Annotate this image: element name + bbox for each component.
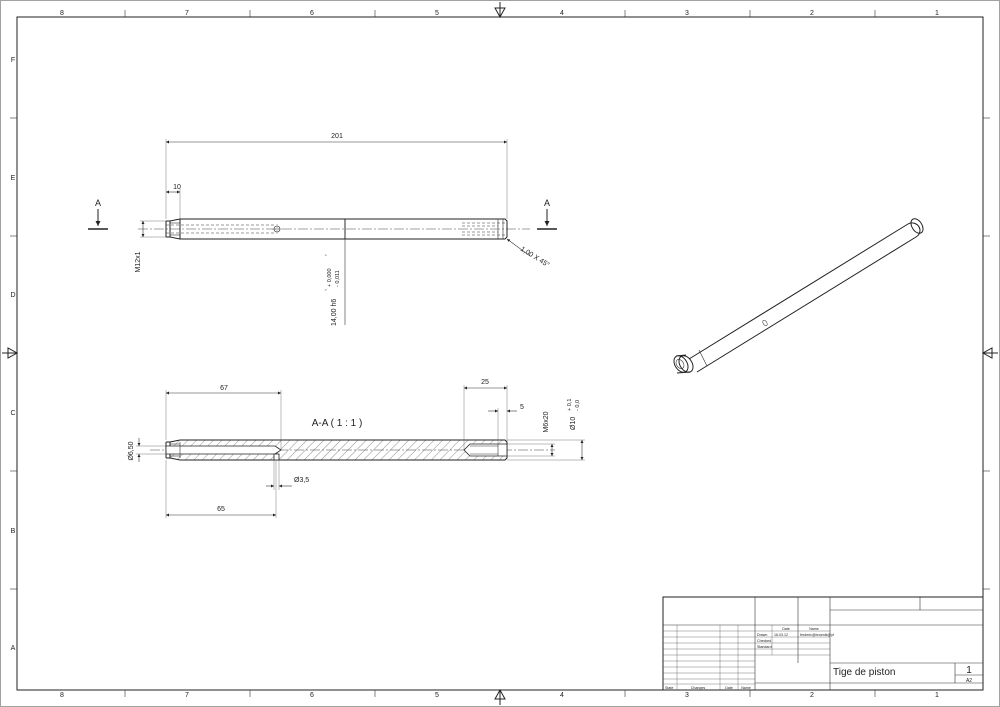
zone-row-label: A — [11, 645, 16, 652]
dim-drill-tol-lower: - 0,0 — [575, 400, 581, 411]
dim-bore: Ø6,50 — [128, 438, 166, 462]
zone-row-label: B — [11, 528, 16, 535]
dim-thread-length-value: 10 — [173, 184, 181, 191]
dim-diameter-value: 14,00 h6 — [331, 299, 338, 326]
dim-length-value: 201 — [331, 133, 343, 140]
section-title: A-A ( 1 : 1 ) — [312, 418, 363, 429]
zone-row-label: D — [10, 292, 15, 299]
dim-tap-value: M6x20 — [543, 411, 550, 432]
dim-length: 201 — [165, 133, 508, 219]
zone-col-label: 4 — [560, 10, 564, 17]
zone-row-label: E — [11, 175, 16, 182]
zone-col-label: 2 — [810, 692, 814, 699]
zone-row-label: C — [10, 410, 15, 417]
dim-tap-depth: 25 — [463, 379, 508, 450]
dim-tap-depth-value: 25 — [481, 379, 489, 386]
section-mark-right: A — [544, 198, 550, 208]
zone-col-label: 6 — [310, 692, 314, 699]
dim-drill-value: Ø10 — [570, 417, 577, 430]
dim-tap-offset-value: 5 — [520, 404, 524, 411]
dim-hole-depth: 67 — [165, 385, 282, 450]
zone-col-label: 8 — [60, 692, 64, 699]
dim-tap: M6x20 — [507, 411, 555, 457]
dim-cross-hole-value: Ø3,5 — [294, 477, 309, 484]
section-view: A-A ( 1 : 1 ) 67 65 — [128, 379, 585, 518]
dim-diameter-tol-upper: + 0,000 — [327, 268, 333, 287]
zone-col-label: 6 — [310, 10, 314, 17]
section-mark-left: A — [95, 198, 101, 208]
dim-bore-value: Ø6,50 — [128, 441, 135, 460]
title-block: Date Name Drawn Checked Standard 16.03.1… — [662, 596, 984, 691]
tb-rev-changes: Changes — [691, 686, 706, 690]
zone-col-label: 8 — [60, 10, 64, 17]
hidden-lines — [166, 222, 505, 236]
tb-row-drawn: Drawn — [757, 633, 767, 637]
zone-col-label: 3 — [685, 10, 689, 17]
zone-col-label: 7 — [185, 10, 189, 17]
zone-col-label: 5 — [435, 692, 439, 699]
dim-thread-length: 10 — [166, 184, 181, 219]
zone-col-label: 1 — [935, 10, 939, 17]
dim-diameter-tol-lower: - 0,011 — [335, 270, 341, 287]
tb-drawn-name: frederic@bruenik@yt — [800, 633, 834, 637]
dim-hole-position: 65 — [165, 460, 277, 518]
zone-col-label: 7 — [185, 692, 189, 699]
zone-row-label: F — [11, 57, 15, 64]
dim-diameter: 14,00 h6 + 0,000 - 0,011 — [324, 219, 346, 326]
dim-drill-tol-upper: + 0,1 — [567, 399, 573, 411]
dim-hole-depth-value: 67 — [220, 385, 228, 392]
tb-rev-name: Name — [741, 686, 751, 690]
zone-col-label: 2 — [810, 10, 814, 17]
tb-sheet-format: A2 — [966, 678, 972, 684]
tb-row-checked: Checked — [757, 639, 771, 643]
tb-rev-date: Date — [725, 686, 733, 690]
dim-cross-hole: Ø3,5 — [266, 460, 309, 490]
dim-tap-offset: 5 — [488, 404, 524, 444]
zone-col-label: 3 — [685, 692, 689, 699]
isometric-view — [673, 218, 924, 374]
dim-hole-position-value: 65 — [217, 506, 225, 513]
tb-row-standard: Standard — [757, 645, 772, 649]
zone-col-label: 4 — [560, 692, 564, 699]
zone-col-label: 1 — [935, 692, 939, 699]
dim-thread-value: M12x1 — [135, 251, 142, 272]
tb-col-date: Date — [782, 627, 790, 631]
tb-drawn-date: 16.03.12 — [774, 633, 788, 637]
zone-col-label: 5 — [435, 10, 439, 17]
dim-drill: Ø10 + 0,1 - 0,0 — [507, 399, 585, 461]
tb-col-name: Name — [809, 627, 819, 631]
tb-rev-state: State — [665, 686, 673, 690]
tb-title: Tige de piston — [833, 667, 895, 678]
dim-thread: M12x1 — [135, 220, 166, 273]
tb-sheet-number: 1 — [966, 665, 972, 676]
